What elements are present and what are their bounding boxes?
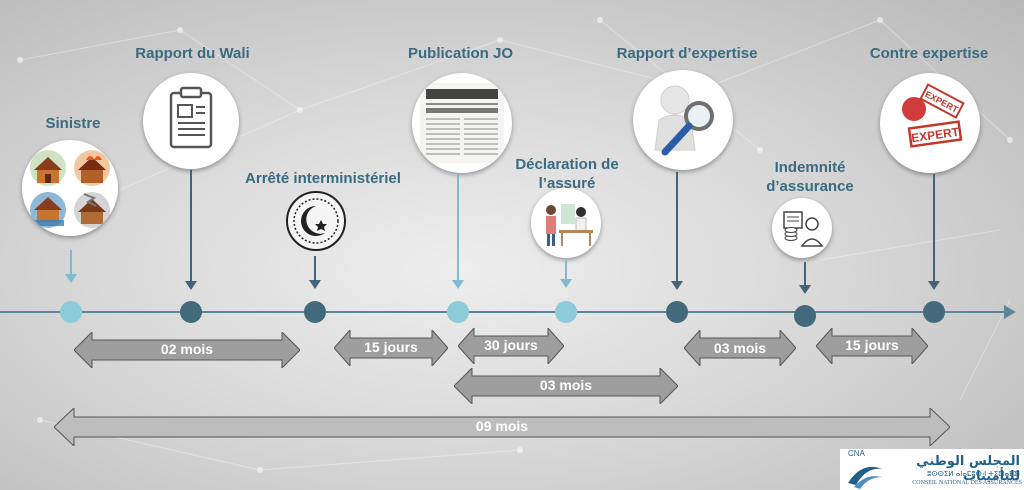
cna-logo: CNA المجلس الوطني للتأمينات ⵓⵙⵙⵉⵍ ⴰⵏⴰⵎⵓⵔ… xyxy=(840,449,1024,490)
connector-publication xyxy=(457,174,459,281)
duration-arrow-03-mois-1 xyxy=(454,368,678,404)
rapport-wali-label: Rapport du Wali xyxy=(135,45,250,62)
meeting-people-icon xyxy=(546,204,593,246)
indemnite-label: Indemnité d’assurance xyxy=(760,158,860,196)
dot-declaration xyxy=(555,301,577,323)
duration-arrow-15-jours-2 xyxy=(816,328,928,364)
magnifier-person-icon xyxy=(654,85,714,156)
cna-emblem-icon xyxy=(848,466,882,489)
disaster-houses-icon xyxy=(30,150,110,228)
duration-arrow-09-mois xyxy=(54,408,950,446)
arrowhead-rapport-expertise xyxy=(671,281,683,290)
duration-arrow-15-jours-1 xyxy=(334,330,448,366)
dot-rapport-wali xyxy=(180,301,202,323)
rapport-wali-image xyxy=(143,73,239,169)
timeline-axis xyxy=(0,311,1008,313)
duration-label-03-mois-1: 03 mois xyxy=(539,377,593,393)
cna-tifinagh-name: ⵓⵙⵙⵉⵍ ⴰⵏⴰⵎⵓⵔ ⵏ ⵜⵉⵎⵏⴰⴹⵉⵏ xyxy=(927,470,1020,478)
dot-sinistre xyxy=(60,301,82,323)
expert-stamp-text: EXPERT xyxy=(910,125,960,146)
arrowhead-sinistre xyxy=(65,274,77,283)
connector-arrete xyxy=(314,256,316,281)
clipboard-icon xyxy=(169,86,213,149)
rapport-expertise-image xyxy=(633,70,733,170)
dot-contre-expertise xyxy=(923,301,945,323)
declaration-image xyxy=(531,188,601,258)
duration-label-03-mois-2: 03 mois xyxy=(713,340,767,356)
contre-expertise-label: Contre expertise xyxy=(869,45,989,62)
indemnite-label-line2: d’assurance xyxy=(766,178,854,195)
duration-arrow-02-mois xyxy=(74,332,300,368)
expert-stamp-icon: EXPERT EXPERT xyxy=(902,83,965,148)
declaration-label: Déclaration de l’assuré xyxy=(508,155,626,193)
arrowhead-contre-expertise xyxy=(928,281,940,290)
cna-arabic-name: المجلس الوطني للتأمينات xyxy=(916,454,1020,484)
indemnite-label-line1: Indemnité xyxy=(774,159,846,176)
sinistre-image xyxy=(22,140,118,236)
arrowhead-declaration xyxy=(560,279,572,288)
connector-rapport-wali xyxy=(190,170,192,282)
rapport-expertise-label: Rapport d’expertise xyxy=(616,45,758,62)
connector-rapport-expertise xyxy=(676,172,678,282)
duration-label-15-jours-1: 15 jours xyxy=(364,339,418,355)
duration-label-30-jours: 30 jours xyxy=(484,337,538,353)
contre-expertise-image: EXPERT EXPERT xyxy=(880,73,980,173)
cna-abbr: CNA xyxy=(848,449,865,458)
dot-indemnite xyxy=(794,305,816,327)
arrowhead-arrete xyxy=(309,280,321,289)
connector-indemnite xyxy=(804,262,806,286)
connector-declaration xyxy=(565,260,567,280)
arrowhead-publication xyxy=(452,280,464,289)
duration-arrow-03-mois-2 xyxy=(684,330,796,366)
arrowhead-indemnite xyxy=(799,285,811,294)
algeria-seal-icon xyxy=(286,191,346,251)
arrete-label: Arrêté interministériel xyxy=(245,170,401,187)
duration-label-15-jours-2: 15 jours xyxy=(845,337,899,353)
dot-arrete xyxy=(304,301,326,323)
insurance-payout-icon xyxy=(783,211,824,247)
declaration-label-line2: l’assuré xyxy=(538,175,596,192)
dot-rapport-expertise xyxy=(666,301,688,323)
sinistre-label: Sinistre xyxy=(45,115,101,132)
arrete-image xyxy=(285,190,347,252)
dot-publication xyxy=(447,301,469,323)
timeline-arrowhead xyxy=(1004,305,1016,319)
declaration-label-line1: Déclaration de xyxy=(515,156,619,173)
connector-sinistre xyxy=(70,250,72,275)
official-journal-icon xyxy=(420,83,504,163)
duration-arrow-30-jours xyxy=(458,328,564,364)
publication-label: Publication JO xyxy=(407,45,513,62)
cna-french-name: CONSEIL NATIONAL DES ASSURANCES xyxy=(912,480,1022,486)
indemnite-image xyxy=(772,198,832,258)
duration-label-09-mois: 09 mois xyxy=(475,418,529,434)
connector-contre-expertise xyxy=(933,174,935,282)
publication-image xyxy=(412,73,512,173)
arrowhead-rapport-wali xyxy=(185,281,197,290)
duration-label-02-mois: 02 mois xyxy=(160,341,214,357)
